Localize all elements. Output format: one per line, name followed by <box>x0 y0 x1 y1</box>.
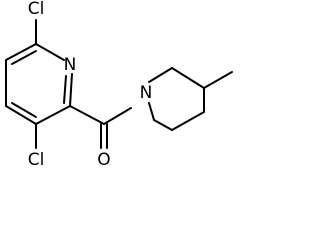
bond-c6-n1 <box>35 43 65 61</box>
bond-c2-c3 <box>35 105 71 125</box>
molecular-structure: Cl N Cl O N <box>5 0 233 170</box>
bond-n-ca <box>148 67 173 83</box>
bond-n1-c2-inner <box>63 75 67 104</box>
bond-c3-c4-inner <box>11 102 37 118</box>
atom-cl-bottom: Cl <box>28 150 45 170</box>
bond-n1-c2 <box>69 73 73 107</box>
bond-c2-carbonyl <box>69 105 105 125</box>
bond-ce-n <box>148 102 155 121</box>
bond-c3-c4 <box>5 105 37 125</box>
bond-cd-ce <box>153 119 173 131</box>
bond-c5-c6 <box>5 43 37 61</box>
bond-c5-c6-inner <box>11 50 37 65</box>
bond-cc-cd <box>171 111 205 131</box>
atom-cl-top: Cl <box>28 0 45 19</box>
atom-n-piperidine: N <box>140 83 153 103</box>
bond-methyl <box>203 71 233 89</box>
atom-n-pyridine: N <box>64 55 77 75</box>
bond-lines <box>5 19 233 149</box>
bond-carbonyl-n <box>103 107 132 125</box>
atom-o-carbonyl: O <box>97 150 110 170</box>
atom-labels: Cl N Cl O N <box>28 0 153 170</box>
bond-ca-cb <box>171 67 205 89</box>
